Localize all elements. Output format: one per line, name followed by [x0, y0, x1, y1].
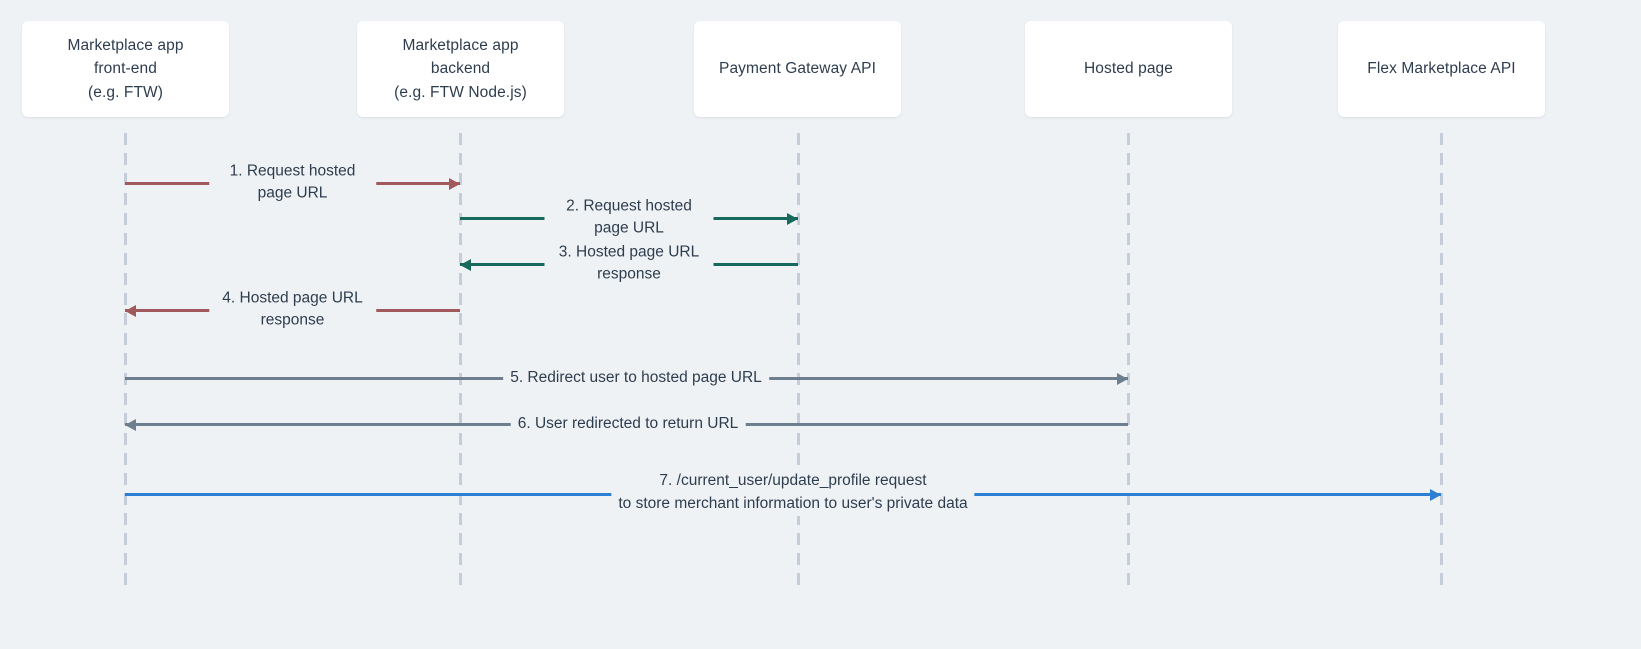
participant-box-flex-api[interactable]: Flex Marketplace API [1338, 21, 1545, 117]
lifeline-gateway [797, 133, 800, 592]
message-7-arrowhead-icon [1430, 488, 1441, 501]
lifeline-hosted-page [1127, 133, 1130, 592]
participant-box-gateway[interactable]: Payment Gateway API [694, 21, 901, 117]
participant-label-backend: Marketplace app backend (e.g. FTW Node.j… [394, 36, 527, 101]
message-2-arrowhead-icon [787, 212, 798, 225]
message-5-arrowhead-icon [1117, 372, 1128, 385]
message-4-arrowhead-icon [125, 304, 136, 317]
participant-label-flex-api: Flex Marketplace API [1367, 60, 1516, 78]
lifeline-flex-api [1440, 133, 1443, 592]
participant-label-hosted-page: Hosted page [1084, 60, 1173, 78]
message-3-arrowhead-icon [460, 258, 471, 271]
message-3-label: 3. Hosted page URL response [544, 241, 714, 287]
message-6-label: 6. User redirected to return URL [510, 412, 746, 436]
participant-box-frontend[interactable]: Marketplace app front-end (e.g. FTW) [22, 21, 229, 117]
message-2-label: 2. Request hosted page URL [544, 195, 714, 241]
participant-box-hosted-page[interactable]: Hosted page [1025, 21, 1232, 117]
participant-box-backend[interactable]: Marketplace app backend (e.g. FTW Node.j… [357, 21, 564, 117]
participant-label-frontend: Marketplace app front-end (e.g. FTW) [67, 36, 184, 101]
message-4-label: 4. Hosted page URL response [208, 287, 377, 333]
message-5-label: 5. Redirect user to hosted page URL [503, 366, 769, 390]
lifeline-backend [459, 133, 462, 592]
participant-label-gateway: Payment Gateway API [719, 60, 876, 78]
message-6-arrowhead-icon [125, 418, 136, 431]
message-1-arrowhead-icon [449, 177, 460, 190]
message-1-label: 1. Request hosted page URL [208, 160, 377, 206]
lifeline-frontend [124, 133, 127, 592]
message-7-label: 7. /current_user/update_profile request … [611, 470, 975, 516]
